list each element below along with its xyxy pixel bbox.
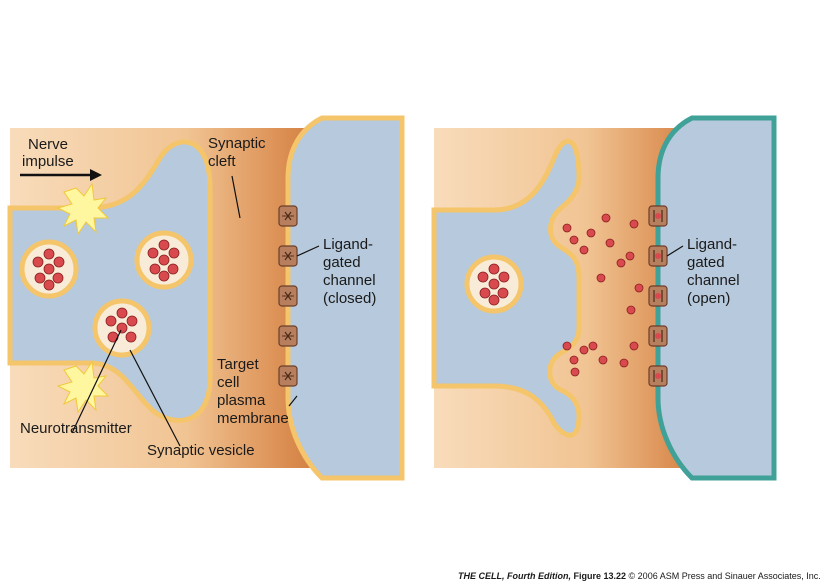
target-cell-membrane-label-line4: membrane xyxy=(217,410,289,427)
target-cell-membrane-label-line1: Target xyxy=(217,356,260,373)
ligand-gated-channel xyxy=(278,285,298,307)
target-cell xyxy=(285,115,405,481)
membrane-leader-line xyxy=(288,395,298,407)
nerve-impulse-arrowhead xyxy=(90,169,102,181)
ligand-gated-channel xyxy=(278,205,298,227)
channel-state-label: (open) xyxy=(687,290,730,307)
synaptic-vesicle xyxy=(134,230,194,290)
closed-channel-panel: Nerve impulse Synaptic cleft Ligand- gat… xyxy=(7,115,405,481)
impulse-label: impulse xyxy=(22,153,74,170)
target-cell-membrane-label-line2: cell xyxy=(217,374,240,391)
closed-channel-diagram: Nerve impulse Synaptic cleft Ligand- gat… xyxy=(7,115,405,481)
presynaptic-terminal xyxy=(7,139,213,423)
synaptic-cleft-label-line2: cleft xyxy=(208,153,236,170)
ligand-gated-channel-label-line2: gated xyxy=(687,254,725,271)
ligand-gated-channel xyxy=(648,205,668,227)
ligand-gated-channel xyxy=(648,365,668,387)
cleft-leader-line xyxy=(231,175,241,219)
ligand-gated-channel-label-line2: gated xyxy=(323,254,361,271)
copyright-notice: © 2006 ASM Press and Sinauer Associates,… xyxy=(628,571,821,581)
synaptic-vesicle-label: Synaptic vesicle xyxy=(147,442,255,459)
neurotransmitter-leader-line xyxy=(71,329,122,434)
open-channel-panel: Ligand- gated channel (open) xyxy=(431,115,777,481)
ligand-gated-channel xyxy=(648,245,668,267)
target-cell-membrane-label-line3: plasma xyxy=(217,392,266,409)
channel-state-label: (closed) xyxy=(323,290,376,307)
synaptic-vesicle xyxy=(464,254,524,314)
open-channel-diagram: Ligand- gated channel (open) xyxy=(431,115,777,481)
ligand-gated-channel xyxy=(278,245,298,267)
nerve-label: Nerve xyxy=(28,136,68,153)
figure-number: Figure 13.22 xyxy=(573,571,627,581)
impulse-burst-top xyxy=(56,182,110,236)
synaptic-vesicle xyxy=(19,239,79,299)
impulse-burst-bottom xyxy=(56,360,110,414)
synaptic-cleft-label-line1: Synaptic xyxy=(208,135,266,152)
ligand-gated-channel-label-line3: channel xyxy=(323,272,376,289)
vesicle-leader-line xyxy=(129,349,181,447)
neurotransmitter-label: Neurotransmitter xyxy=(20,420,132,437)
ligand-gated-channel-label-line1: Ligand- xyxy=(687,236,737,253)
ligand-gated-channel xyxy=(648,285,668,307)
book-title: THE CELL, Fourth Edition, xyxy=(458,571,571,581)
target-cell xyxy=(655,115,777,481)
ligand-gated-channel xyxy=(278,365,298,387)
ligand-gated-channel xyxy=(648,325,668,347)
channel-leader-line xyxy=(296,245,320,257)
figure-credit: THE CELL, Fourth Edition, Figure 13.22 ©… xyxy=(458,571,821,581)
released-neurotransmitter xyxy=(562,213,644,377)
channel-leader-line xyxy=(666,245,684,257)
ligand-gated-channel xyxy=(278,325,298,347)
ligand-gated-channel-label-line3: channel xyxy=(687,272,740,289)
ligand-gated-channel-label-line1: Ligand- xyxy=(323,236,373,253)
synaptic-vesicle xyxy=(92,298,152,358)
